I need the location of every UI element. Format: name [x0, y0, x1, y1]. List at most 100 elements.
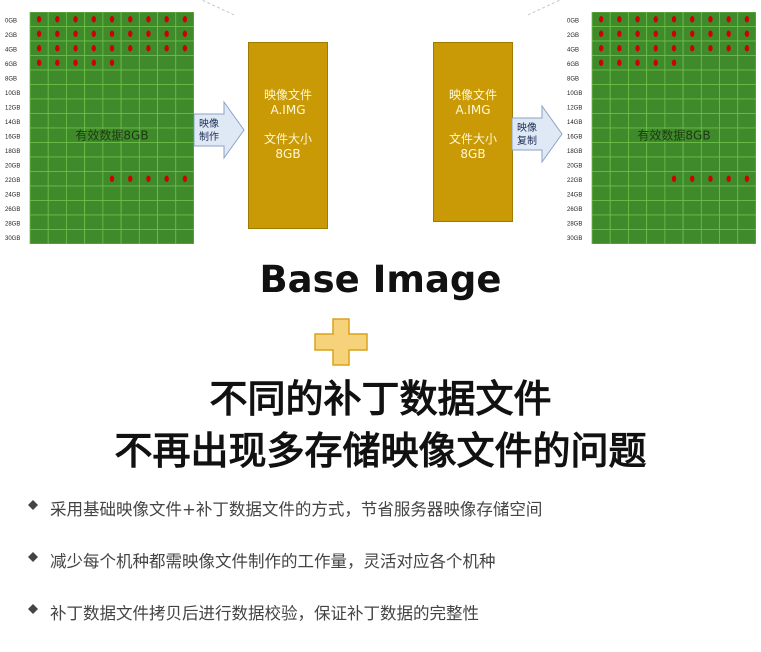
disk-block [66, 113, 86, 129]
data-dot [671, 59, 677, 66]
data-dot [91, 30, 96, 37]
disk-block [664, 185, 684, 201]
disk-block [646, 69, 666, 85]
data-dot [671, 45, 677, 52]
disk-block [120, 98, 140, 114]
arrow-right-line2: 复制 [517, 134, 537, 147]
disk-block [157, 156, 177, 172]
disk-block [120, 113, 140, 129]
disk-block [157, 55, 177, 71]
copy-image-arrow: 映像 复制 [512, 104, 563, 164]
disk-block [175, 156, 194, 172]
disk-block [47, 171, 67, 187]
disk-block [682, 84, 702, 100]
disk-block [29, 113, 49, 129]
disk-block [120, 200, 140, 216]
disk-block [609, 185, 629, 201]
disk-block [138, 229, 158, 244]
data-dot [598, 16, 604, 23]
data-dot [164, 45, 169, 52]
data-dot [690, 45, 695, 52]
disk-size-label: 12GB [567, 105, 582, 111]
data-dot [164, 16, 169, 23]
disk-size-label: 24GB [5, 192, 20, 198]
data-dot [73, 59, 78, 66]
data-dot [671, 30, 677, 37]
disk-block [29, 69, 49, 85]
disk-block [719, 113, 739, 129]
disk-block [719, 55, 739, 71]
disk-block [120, 84, 140, 100]
disk-block [157, 84, 177, 100]
disk-size-label: 2GB [5, 33, 17, 39]
data-dot [109, 45, 115, 52]
disk-block [646, 156, 666, 172]
disk-block [157, 69, 177, 85]
disk-block [175, 98, 194, 114]
disk-block [646, 113, 666, 129]
disk-block [682, 113, 702, 129]
data-dot [744, 45, 750, 52]
disk-block [646, 214, 666, 230]
disk-block [664, 113, 684, 129]
disk-size-label: 30GB [5, 236, 20, 242]
disk-block [138, 84, 158, 100]
disk-block [664, 142, 684, 158]
disk-block [628, 69, 648, 85]
data-dot [708, 30, 713, 37]
disk-block [664, 156, 684, 172]
image-file-name: A.IMG [455, 103, 491, 117]
headline-line1: 不同的补丁数据文件 [209, 377, 552, 421]
disk-size-label: 18GB [5, 149, 20, 155]
disk-block [29, 171, 49, 187]
disk-block [646, 229, 666, 244]
disk-size-label: 8GB [5, 76, 17, 82]
disk-block [700, 214, 720, 230]
data-dot [109, 30, 115, 37]
disk-block [737, 200, 756, 216]
disk-block [609, 127, 629, 143]
disk-block [84, 69, 104, 85]
disk-block [628, 142, 648, 158]
disk-block [120, 214, 140, 230]
disk-size-label: 18GB [567, 149, 582, 155]
disk-block [609, 171, 629, 187]
image-file-label: 映像文件 [448, 88, 497, 102]
disk-block [719, 156, 739, 172]
disk-block [682, 214, 702, 230]
data-dot [91, 45, 96, 52]
disk-block [591, 214, 611, 230]
disk-block [175, 69, 194, 85]
disk-block [682, 55, 702, 71]
disk-block [47, 69, 67, 85]
bullet-text: 减少每个机种都需映像文件制作的工作量，灵活对应各个机种 [50, 552, 496, 571]
disk-block [120, 55, 140, 71]
disk-block [29, 84, 49, 100]
disk-block [47, 98, 67, 114]
dashed-connector-left [197, 0, 235, 16]
disk-size-label: 28GB [567, 221, 582, 227]
data-dot [708, 16, 713, 23]
disk-block [157, 113, 177, 129]
data-dot [690, 16, 695, 23]
data-dot [726, 45, 731, 52]
disk-block [628, 185, 648, 201]
data-dot [55, 45, 60, 52]
disk-block [609, 156, 629, 172]
data-dot [653, 45, 658, 52]
bullet-item: 采用基础映像文件+补丁数据文件的方式，节省服务器映像存储空间 [28, 496, 748, 519]
data-dot [55, 30, 60, 37]
data-dot [617, 30, 622, 37]
data-dot [36, 45, 42, 52]
disk-block [84, 142, 104, 158]
disk-size-label: 10GB [567, 91, 582, 97]
data-dot [671, 16, 677, 23]
disk-block [700, 55, 720, 71]
disk-block [29, 142, 49, 158]
disk-block [646, 171, 666, 187]
data-dot [73, 16, 78, 23]
disk-block [646, 185, 666, 201]
disk-block [157, 98, 177, 114]
data-dot [635, 30, 640, 37]
disk-block [682, 229, 702, 244]
